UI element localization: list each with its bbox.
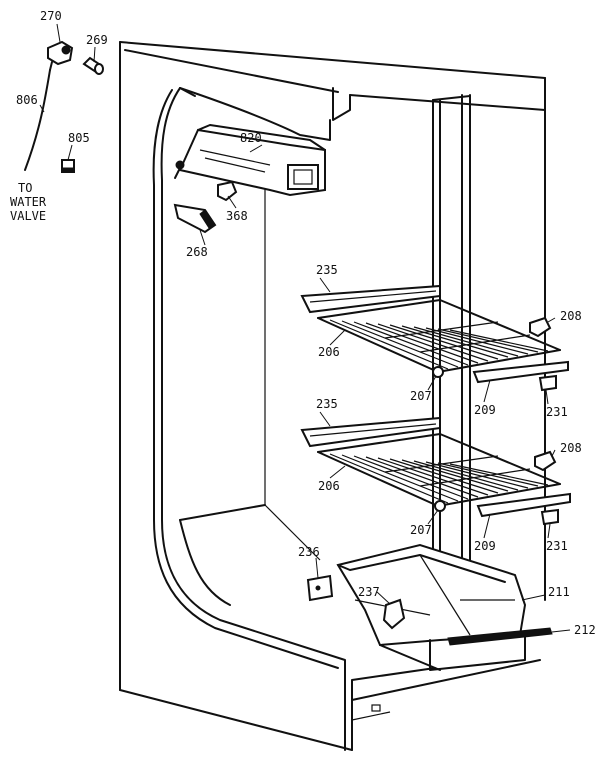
part-269-sleeve — [82, 56, 104, 75]
lower-shelf-assembly — [300, 416, 571, 526]
part-268-fill-cup — [173, 203, 217, 234]
label-211: 211 — [548, 585, 570, 599]
part-labels: 270 269 806 805 820 368 268 235 206 208 … — [16, 9, 596, 637]
note-line-1: TO — [18, 181, 32, 195]
label-237: 237 — [358, 585, 380, 599]
leader-lines — [39, 23, 571, 633]
note-line-3: VALVE — [10, 209, 46, 223]
label-206-lower: 206 — [318, 479, 340, 493]
cabinet — [119, 41, 546, 751]
label-806: 806 — [16, 93, 38, 107]
label-207-upper: 207 — [410, 389, 432, 403]
water-valve-note: TO WATER VALVE — [10, 181, 47, 223]
label-269: 269 — [86, 33, 108, 47]
upper-shelf-assembly — [300, 284, 569, 392]
part-237-bin-bracket — [382, 598, 406, 630]
part-270-fitting — [47, 40, 74, 71]
part-212-bin-trim — [447, 627, 553, 646]
label-231-upper: 231 — [546, 405, 568, 419]
label-207-lower: 207 — [410, 523, 432, 537]
label-368: 368 — [226, 209, 248, 223]
note-line-2: WATER — [10, 195, 47, 209]
part-236-bin-support — [306, 574, 334, 602]
label-236: 236 — [298, 545, 320, 559]
label-212: 212 — [574, 623, 596, 637]
label-209-upper: 209 — [474, 403, 496, 417]
part-806-water-tube — [24, 69, 51, 171]
label-268: 268 — [186, 245, 208, 259]
label-209-lower: 209 — [474, 539, 496, 553]
label-208-upper: 208 — [560, 309, 582, 323]
part-820-ice-maker — [174, 124, 326, 197]
label-231-lower: 231 — [546, 539, 568, 553]
label-270: 270 — [40, 9, 62, 23]
part-368-bracket — [217, 180, 238, 202]
label-208-lower: 208 — [560, 441, 582, 455]
label-235-lower: 235 — [316, 397, 338, 411]
label-235-upper: 235 — [316, 263, 338, 277]
label-805: 805 — [68, 131, 90, 145]
part-211-ice-bin — [336, 543, 527, 671]
part-805-clamp — [61, 159, 75, 173]
label-206-upper: 206 — [318, 345, 340, 359]
label-820: 820 — [240, 131, 262, 145]
